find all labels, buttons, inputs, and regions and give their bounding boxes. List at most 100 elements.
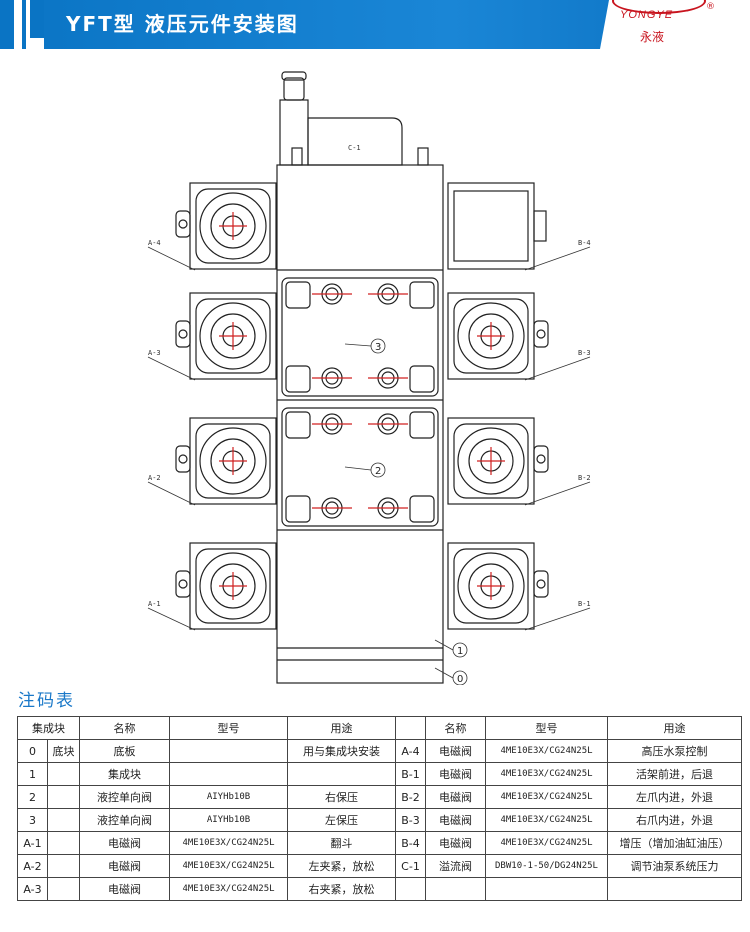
logo-registered: ® — [706, 2, 715, 12]
cell-r-model — [485, 877, 608, 901]
cell-model — [169, 762, 288, 786]
logo-brand: YONGYE — [620, 9, 674, 21]
callout-B-3: B-3 — [578, 349, 591, 357]
valve-left-4 — [175, 542, 277, 630]
cell-r-model: 4ME10E3X/CG24N25L — [485, 808, 608, 832]
cell-use: 右夹紧，放松 — [287, 877, 396, 901]
cell-code: A-3 — [17, 877, 48, 901]
check-block-2 — [281, 407, 439, 527]
cell-name: 液控单向阀 — [79, 808, 170, 832]
cell-r-code: C-1 — [395, 854, 426, 878]
cell-r-name: 电磁阀 — [425, 785, 486, 809]
valve-right-1 — [447, 182, 547, 270]
table-title: 注码表 — [18, 691, 75, 711]
col-header-name-right: 名称 — [425, 716, 486, 740]
cell-r-use: 右爪内进，外退 — [607, 808, 742, 832]
cell-r-model: 4ME10E3X/CG24N25L — [485, 831, 608, 855]
cell-sub — [47, 854, 80, 878]
cell-r-name: 电磁阀 — [425, 831, 486, 855]
cell-model: 4ME10E3X/CG24N25L — [169, 877, 288, 901]
part-number-2: 2 — [375, 466, 381, 477]
cell-model: 4ME10E3X/CG24N25L — [169, 831, 288, 855]
callout-B-1: B-1 — [578, 600, 591, 608]
header-decor — [14, 0, 44, 49]
cell-code: 2 — [17, 785, 48, 809]
cell-name: 电磁阀 — [79, 854, 170, 878]
callout-C-1: C-1 — [348, 144, 361, 152]
cell-model: AIYHb10B — [169, 785, 288, 809]
cell-sub — [47, 877, 80, 901]
part-number-1: 1 — [457, 646, 463, 657]
cell-use — [287, 762, 396, 786]
cell-name: 底板 — [79, 739, 170, 763]
cell-sub — [47, 785, 80, 809]
cell-code: 1 — [17, 762, 48, 786]
cell-r-name: 电磁阀 — [425, 762, 486, 786]
valve-right-4 — [447, 542, 549, 630]
valve-rows — [175, 182, 549, 630]
cell-code: A-1 — [17, 831, 48, 855]
page-title: YFT型 液压元件安装图 — [66, 12, 299, 36]
valve-left-1 — [175, 182, 277, 270]
callout-A-3: A-3 — [148, 349, 161, 357]
cell-r-use: 高压水泵控制 — [607, 739, 742, 763]
cell-model: 4ME10E3X/CG24N25L — [169, 854, 288, 878]
cell-code: A-2 — [17, 854, 48, 878]
callout-A-2: A-2 — [148, 474, 161, 482]
part-number-3: 3 — [375, 342, 381, 353]
cell-r-model: 4ME10E3X/CG24N25L — [485, 762, 608, 786]
cell-name: 液控单向阀 — [79, 785, 170, 809]
valve-left-2 — [175, 292, 277, 380]
check-valve-blocks — [281, 277, 439, 527]
cell-r-model: 4ME10E3X/CG24N25L — [485, 785, 608, 809]
part-number-0: 0 — [457, 674, 463, 685]
cell-sub — [47, 762, 80, 786]
callout-B-2: B-2 — [578, 474, 591, 482]
cell-r-code: A-4 — [395, 739, 426, 763]
cell-r-name: 电磁阀 — [425, 808, 486, 832]
valve-left-3 — [175, 417, 277, 505]
col-header-name: 名称 — [79, 716, 170, 740]
cell-r-model: 4ME10E3X/CG24N25L — [485, 739, 608, 763]
cell-r-name: 溢流阀 — [425, 854, 486, 878]
cell-r-code: B-2 — [395, 785, 426, 809]
cell-sub — [47, 831, 80, 855]
valve-right-3 — [447, 417, 549, 505]
cell-use: 翻斗 — [287, 831, 396, 855]
cell-r-use: 调节油泵系统压力 — [607, 854, 742, 878]
col-header-use-right: 用途 — [607, 716, 742, 740]
cell-use: 左夹紧，放松 — [287, 854, 396, 878]
cell-r-model: DBW10-1-50/DG24N25L — [485, 854, 608, 878]
company-logo: YONGYE 永液 ® — [606, 0, 726, 49]
cell-sub: 底块 — [47, 739, 80, 763]
cell-use: 左保压 — [287, 808, 396, 832]
cell-r-use: 左爪内进，外退 — [607, 785, 742, 809]
cell-r-name: 电磁阀 — [425, 739, 486, 763]
callout-A-1: A-1 — [148, 600, 161, 608]
cell-code: 0 — [17, 739, 48, 763]
cell-use: 右保压 — [287, 785, 396, 809]
table-header-row: 集成块 名称 型号 用途 名称 型号 用途 — [17, 716, 742, 740]
cell-r-code — [395, 877, 426, 901]
col-header-code-right — [395, 716, 426, 740]
cell-model: AIYHb10B — [169, 808, 288, 832]
col-header-block: 集成块 — [17, 716, 80, 740]
cell-name: 电磁阀 — [79, 877, 170, 901]
cell-r-name — [425, 877, 486, 901]
cell-code: 3 — [17, 808, 48, 832]
cell-r-code: B-3 — [395, 808, 426, 832]
cell-r-code: B-1 — [395, 762, 426, 786]
cell-r-code: B-4 — [395, 831, 426, 855]
cell-r-use — [607, 877, 742, 901]
cell-model — [169, 739, 288, 763]
col-header-model: 型号 — [169, 716, 288, 740]
cell-sub — [47, 808, 80, 832]
cell-name: 电磁阀 — [79, 831, 170, 855]
